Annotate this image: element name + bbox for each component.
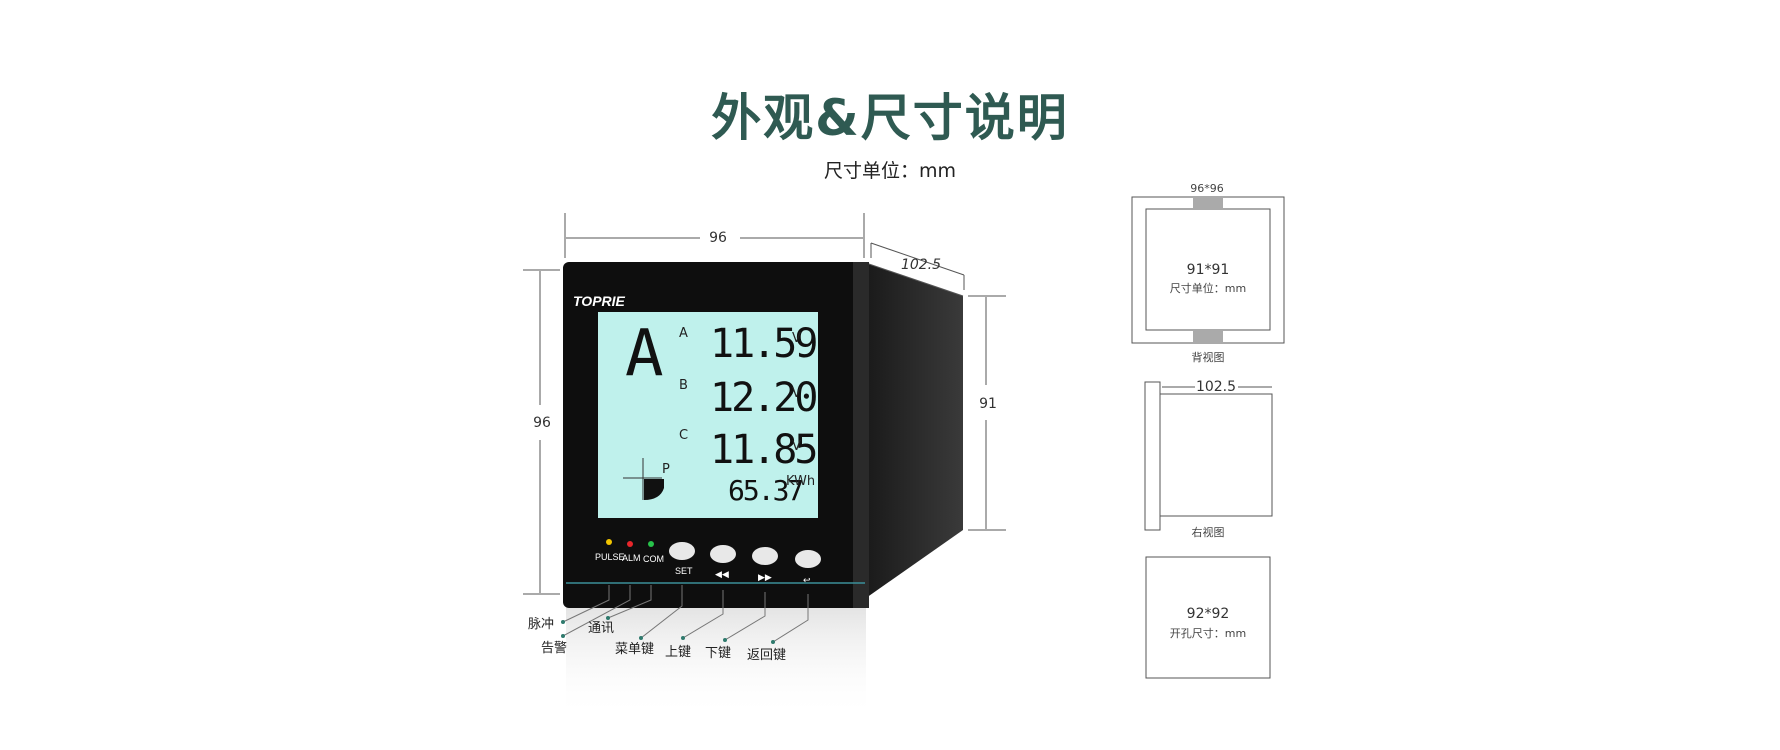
set-button[interactable] xyxy=(669,542,695,560)
brand-logo: TOPRIE xyxy=(573,293,626,309)
height-dim-label: 96 xyxy=(533,415,551,431)
lcd-row-label-a: A xyxy=(679,326,688,341)
cutout-dim: 92*92 xyxy=(1187,606,1230,622)
set-button-label: SET xyxy=(675,566,693,576)
forward-icon: ▶▶ xyxy=(758,572,772,582)
quadrant-label: P xyxy=(662,462,670,477)
lcd-unit-c: V xyxy=(792,439,801,454)
callout-back: 返回键 xyxy=(747,648,786,663)
back-inner-dim: 91*91 xyxy=(1187,262,1230,278)
lcd-row-label-b: B xyxy=(679,378,688,393)
lcd-value-c: 11.85 xyxy=(710,427,815,473)
right-view-caption: 右视图 xyxy=(1192,525,1225,539)
page-title: 外观&尺寸说明 xyxy=(711,89,1069,147)
back-clip-bottom xyxy=(1193,330,1223,342)
return-icon: ↩ xyxy=(803,575,811,585)
alarm-led-icon xyxy=(627,541,633,547)
lcd-value-b: 12.20 xyxy=(710,375,816,421)
meter-side-body xyxy=(866,263,963,598)
pulse-label: PULSE xyxy=(595,552,625,562)
cutout-box xyxy=(1145,556,1271,679)
rewind-icon: ◀◀ xyxy=(715,569,729,579)
front-dimension-lines xyxy=(523,213,1006,595)
back-clip-top xyxy=(1193,197,1223,209)
cutout-note: 开孔尺寸：mm xyxy=(1170,626,1246,640)
callout-menu: 菜单键 xyxy=(615,642,654,657)
quadrant-icon xyxy=(623,458,664,500)
back-unit-note: 尺寸单位：mm xyxy=(1170,281,1246,295)
callout-dots xyxy=(561,616,775,644)
lcd-energy-unit: KWh xyxy=(786,474,815,489)
lcd-phase-letter: A xyxy=(625,317,664,391)
lcd-value-a: 11.59 xyxy=(710,321,816,367)
callout-alarm: 告警 xyxy=(541,640,567,656)
unit-note: 尺寸单位：mm xyxy=(823,160,957,182)
lcd-unit-a: V xyxy=(792,331,801,346)
com-led-icon xyxy=(648,541,654,547)
depth-dim-label: 102.5 xyxy=(901,257,941,273)
callout-comm: 通讯 xyxy=(588,621,614,636)
callout-down: 下键 xyxy=(705,646,731,661)
callout-leaders xyxy=(562,585,809,643)
com-label: COM xyxy=(643,554,664,564)
width-dim-label: 96 xyxy=(709,230,727,246)
right-view-bezel xyxy=(1144,381,1161,531)
back-button[interactable] xyxy=(795,550,821,568)
back-view-caption: 背视图 xyxy=(1192,350,1225,364)
side-height-dim-label: 91 xyxy=(979,396,997,412)
right-view-body xyxy=(1159,393,1273,517)
lcd-energy-value: 65.37 xyxy=(728,474,802,507)
callout-up: 上键 xyxy=(665,645,691,660)
lcd-unit-b: V xyxy=(792,386,801,401)
meter-reflection xyxy=(566,608,866,718)
lcd-screen xyxy=(598,312,818,518)
back-outer-dim: 96*96 xyxy=(1190,182,1224,195)
pulse-led-icon xyxy=(606,539,612,545)
right-depth-dim: 102.5 xyxy=(1196,379,1236,395)
callout-pulse: 脉冲 xyxy=(528,617,554,632)
lcd-row-label-c: C xyxy=(679,428,688,443)
alarm-label: ALM xyxy=(622,553,641,563)
up-button[interactable] xyxy=(710,545,736,563)
down-button[interactable] xyxy=(752,547,778,565)
